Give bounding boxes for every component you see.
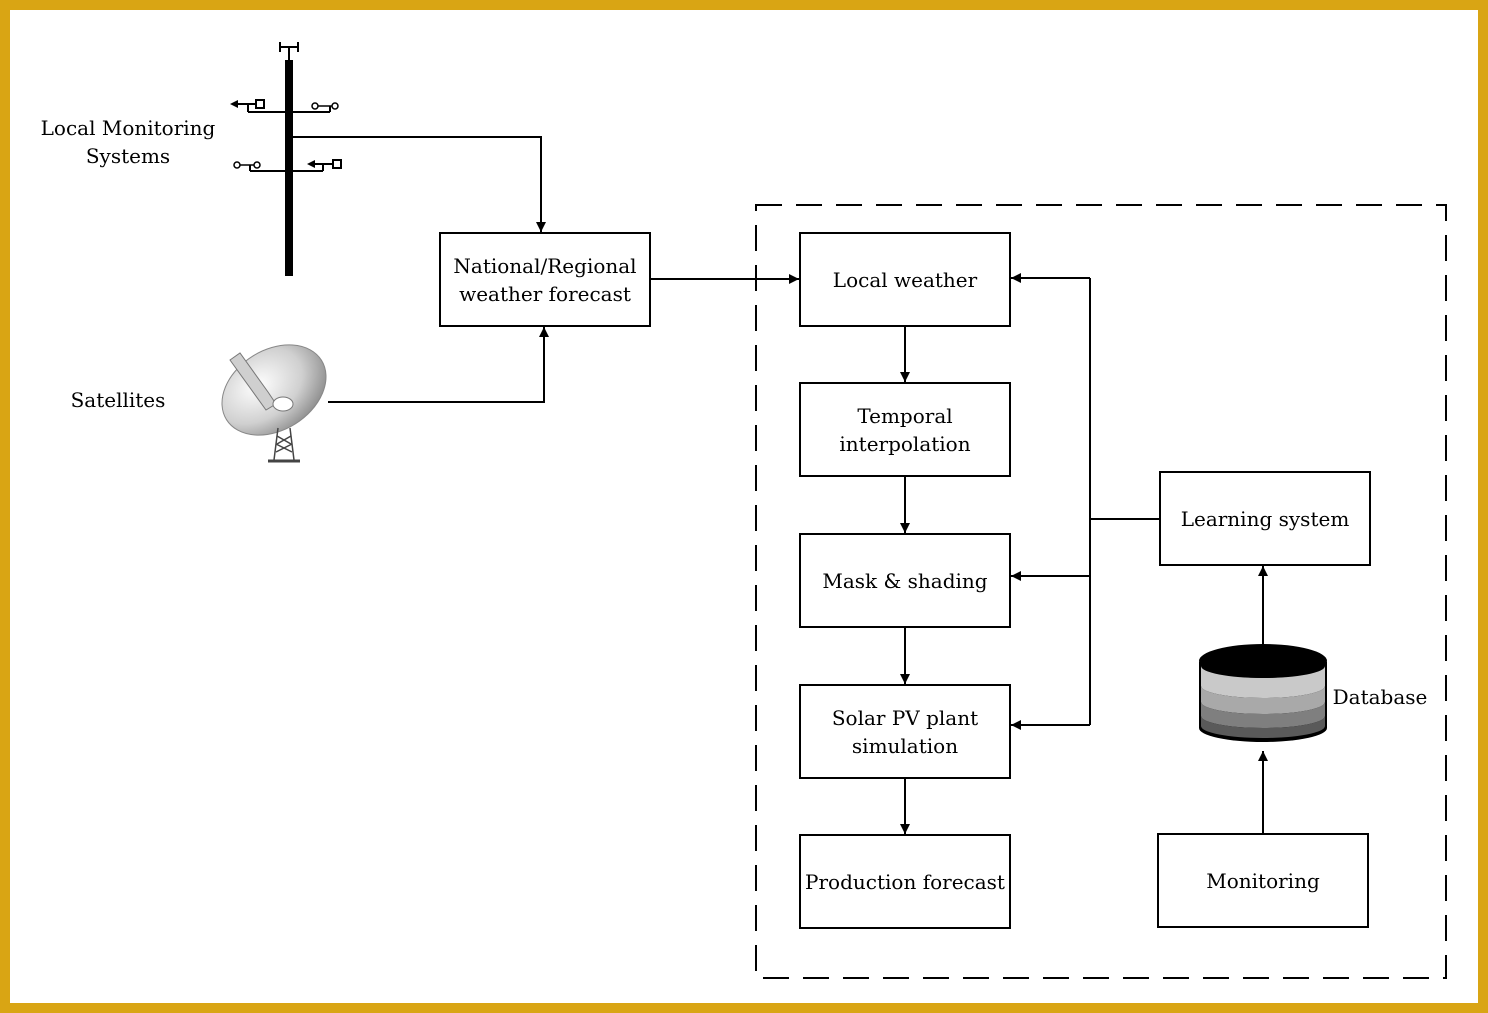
solar-pv-simulation-box: Solar PV plant simulation — [799, 684, 1011, 779]
production-forecast-label: Production forecast — [805, 869, 1005, 894]
production-forecast-box: Production forecast — [799, 834, 1011, 929]
weather-station-icon — [230, 42, 342, 276]
label-satellites: Satellites — [70, 388, 166, 412]
satellite-dish-icon — [221, 344, 327, 463]
temporal-interpolation-box: Temporal interpolation — [799, 382, 1011, 477]
temporal-interpolation-label: Temporal interpolation — [839, 403, 971, 456]
national-forecast-box: National/Regional weather forecast — [439, 232, 651, 327]
mask-shading-box: Mask & shading — [799, 533, 1011, 628]
learning-system-label: Learning system — [1180, 506, 1350, 531]
label-database: Database — [1332, 685, 1428, 709]
database-icon — [1199, 644, 1327, 742]
label-local-monitoring: Local Monitoring Systems — [40, 116, 216, 168]
solar-pv-simulation-label: Solar PV plant simulation — [831, 705, 979, 758]
national-forecast-label: National/Regional weather forecast — [453, 253, 637, 306]
system-boundary — [755, 204, 1447, 979]
monitoring-box: Monitoring — [1157, 833, 1369, 928]
connector-station-to-forecast — [293, 136, 546, 232]
learning-system-box: Learning system — [1159, 471, 1371, 566]
local-weather-box: Local weather — [799, 232, 1011, 327]
local-weather-label: Local weather — [832, 267, 978, 292]
monitoring-label: Monitoring — [1206, 868, 1320, 893]
connector-satellite-to-forecast — [328, 327, 549, 403]
mask-shading-label: Mask & shading — [822, 568, 988, 593]
